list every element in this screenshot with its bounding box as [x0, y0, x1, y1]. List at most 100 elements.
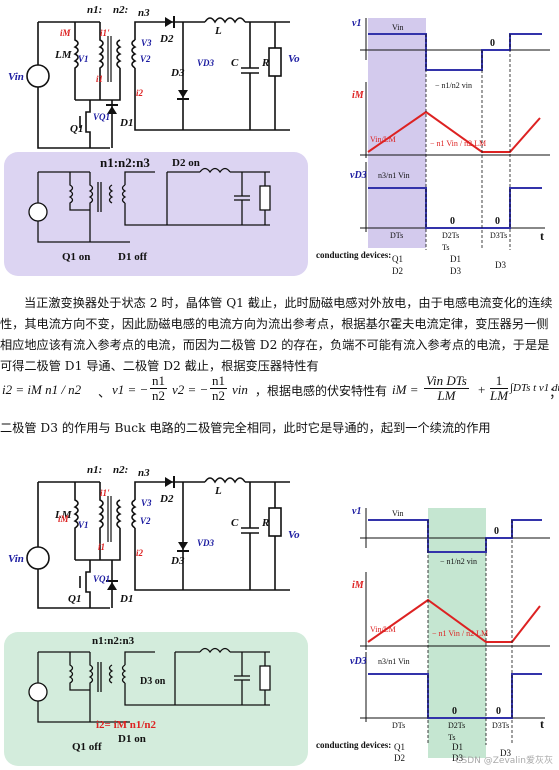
state-panel-circuit — [28, 167, 271, 243]
vd3-high-label: n3/n1 Vin — [378, 171, 410, 180]
label-vo: Vo — [288, 53, 300, 65]
cond-1-a: Q1 — [392, 254, 403, 264]
label-d2-2: D2 — [159, 493, 174, 505]
im-fall-label: − n1 Vin / n2 LM — [430, 139, 486, 148]
v1-axis-label: v1 — [352, 18, 361, 29]
interval-highlight-2 — [428, 508, 486, 758]
v1-zero-label: 0 — [490, 38, 495, 49]
time-axis-label: t — [540, 229, 544, 243]
vd3-axis-label-2: vD3 — [350, 656, 367, 667]
eq-den2: LM — [490, 388, 509, 403]
label-l: L — [214, 25, 222, 37]
label-d3: D3 — [170, 67, 185, 79]
vd3-waveform-2 — [368, 673, 542, 719]
label-vin: Vin — [8, 71, 24, 83]
im-rise-label: Vin/LM — [370, 135, 396, 144]
state-panel-labels-2: n1:n2:n3 D3 on Q1 off D1 on i2= iM n1/n2 — [72, 635, 166, 753]
label-n2: n2: — [113, 4, 128, 16]
cond-1-b: D2 — [392, 266, 403, 276]
eq-num2: 1 — [490, 374, 509, 389]
im-axis-label: iM — [352, 90, 365, 101]
label-vq1: VQ1 — [93, 112, 110, 122]
label-n2-2: n2: — [113, 464, 128, 476]
label-im: iM — [60, 28, 72, 38]
vd3-zero2: 0 — [495, 216, 500, 227]
v1-zero-label-2: 0 — [494, 526, 499, 537]
label-vd3-2: VD3 — [197, 538, 215, 548]
q1-off-label: Q1 off — [72, 741, 102, 753]
eq-n2-a: n2 — [152, 388, 165, 403]
label-l-2: L — [214, 485, 222, 497]
label-n3-2: n3 — [138, 467, 150, 479]
v1-high-label-2: Vin — [392, 509, 404, 518]
figure-state1: n1: n2: n3 Vin LM Q1 D1 D2 D3 L C R Vo V… — [4, 4, 550, 276]
eq-end: ； — [549, 382, 559, 401]
label-r-2: R — [261, 517, 269, 529]
label-v2: V2 — [140, 54, 151, 64]
eq-n1-b: n1 — [210, 373, 227, 389]
v1-high-label: Vin — [392, 23, 404, 32]
label-v2-2: V2 — [140, 516, 151, 526]
figure-state2: n1: n2: n3 Vin LM Q1 D1 D2 D3 L C R Vo V… — [4, 464, 550, 766]
d2-on-label: D2 on — [172, 157, 200, 169]
label-d1: D1 — [119, 117, 133, 129]
label-i1p-2: i1' — [100, 488, 110, 498]
paragraph-state2: 当正激变换器处于状态 2 时，晶体管 Q1 截止，此时励磁电感对外放电，由于电感… — [0, 296, 553, 373]
v1-low-label: − n1/n2 vin — [435, 81, 472, 90]
label-i2-2: i2 — [136, 548, 144, 558]
period-ts-2: Ts — [448, 733, 455, 742]
state-panel-labels: n1:n2:n3 D2 on Q1 on D1 off — [62, 155, 200, 263]
eq-v2-lhs: v2 = − — [172, 382, 209, 397]
label-r: R — [261, 57, 269, 69]
conducting-label-2: conducting devices: — [316, 740, 391, 750]
state-panel-off — [4, 632, 308, 766]
cond2-1-b: D2 — [394, 753, 405, 763]
ratio-label-2: n1:n2:n3 — [92, 635, 135, 647]
period-ts: Ts — [442, 243, 449, 252]
interval-d2ts: D2Ts — [442, 231, 459, 240]
interval-d3ts-2: D3Ts — [492, 721, 509, 730]
eq-num1: Vin DTs — [424, 373, 469, 389]
cond-2-a: D1 — [450, 254, 461, 264]
q1-on-label: Q1 on — [62, 251, 90, 263]
d1-off-label: D1 off — [118, 251, 147, 263]
interval-d2ts-2: D2Ts — [448, 721, 465, 730]
label-q1-2: Q1 — [68, 593, 81, 605]
label-i1: i1 — [96, 74, 103, 84]
label-v1-2: V1 — [78, 520, 89, 530]
cond2-1-a: Q1 — [394, 742, 405, 752]
label-vd3: VD3 — [197, 58, 215, 68]
circuit-labels-2: n1: n2: n3 Vin LM Q1 D1 D2 D3 L C R Vo V… — [8, 464, 300, 605]
v1-axis-label-2: v1 — [352, 506, 361, 517]
cond-2-b: D3 — [450, 266, 461, 276]
circuit-labels: n1: n2: n3 Vin LM Q1 D1 D2 D3 L C R Vo V… — [8, 4, 300, 135]
waveforms-state2: v1 iM vD3 Vin − n1/n2 vin 0 Vin/LM − n1 … — [316, 506, 550, 763]
vd3-axis-label: vD3 — [350, 170, 367, 181]
vd3-zero1-2: 0 — [452, 706, 457, 717]
eq-vin: vin — [232, 382, 248, 397]
paragraph-d3: 二极管 D3 的作用与 Buck 电路的二极管完全相同，此时它是导通的，起到一个… — [0, 421, 491, 435]
im-axis-label-2: iM — [352, 580, 365, 591]
interval-d3ts: D3Ts — [490, 231, 507, 240]
conducting-label: conducting devices: — [316, 250, 391, 260]
vd3-zero1: 0 — [450, 216, 455, 227]
forward-converter-circuit-2 — [26, 477, 290, 609]
label-lm: LM — [54, 49, 73, 61]
im-fall-label-2: − n1 Vin / n2 LM — [432, 629, 488, 638]
label-i1-2: i1 — [98, 542, 105, 552]
state-panel-on — [4, 152, 308, 276]
label-q1: Q1 — [70, 123, 83, 135]
label-vin-2: Vin — [8, 553, 24, 565]
label-d2: D2 — [159, 33, 174, 45]
v1-low-label-2: − n1/n2 vin — [440, 557, 477, 566]
d3-on-label: D3 on — [140, 676, 166, 687]
im-rise-label-2: Vin/LM — [370, 625, 396, 634]
eq-im-lhs: iM = — [392, 382, 419, 397]
eq-den1: LM — [437, 388, 456, 403]
ratio-label: n1:n2:n3 — [100, 155, 150, 170]
